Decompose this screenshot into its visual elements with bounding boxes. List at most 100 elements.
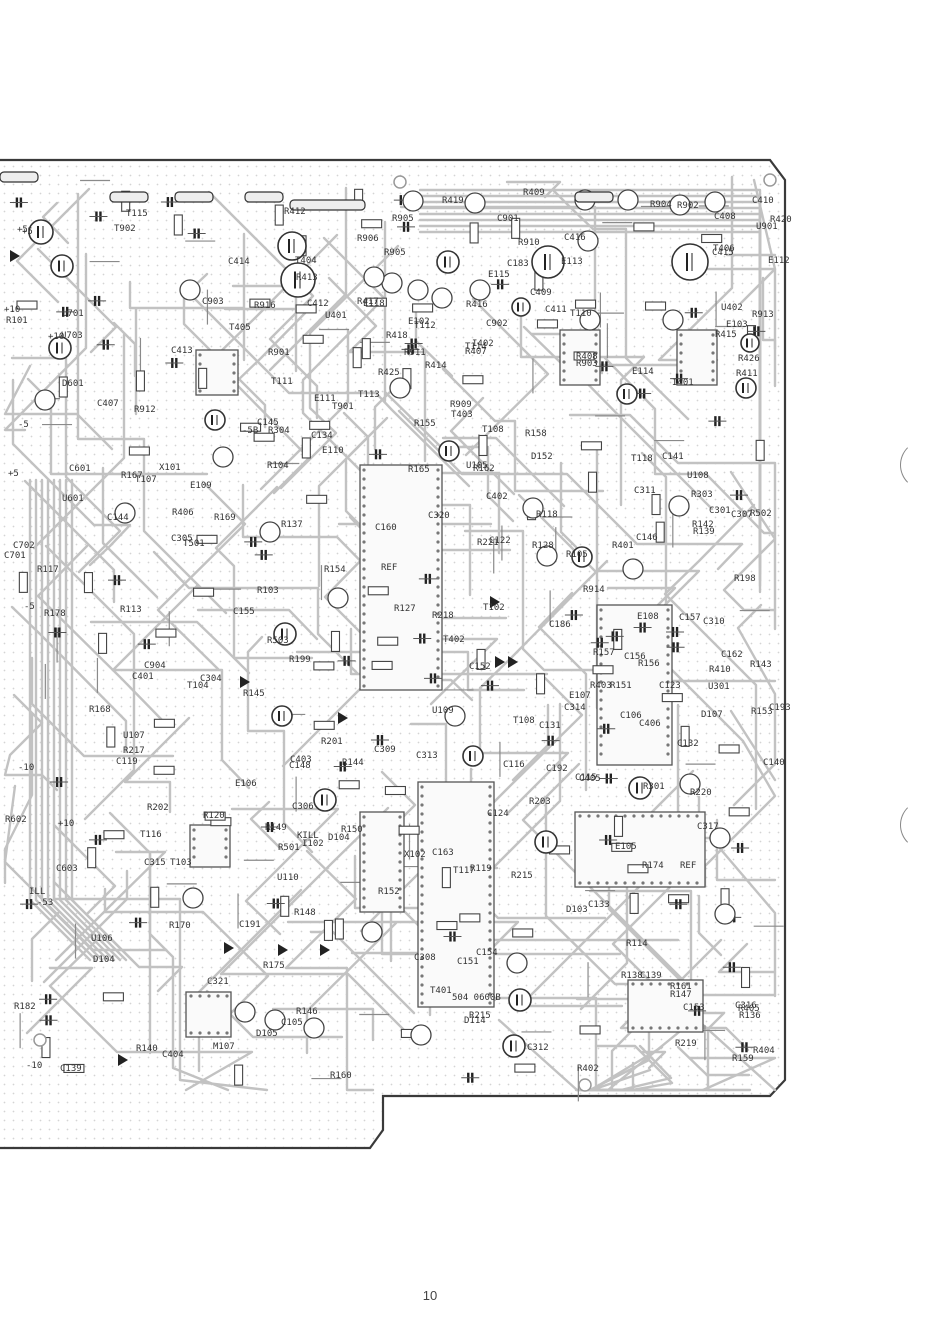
component-label: C193	[769, 703, 791, 713]
ic-pin	[362, 630, 366, 634]
transistor	[617, 189, 639, 211]
component-label: U109	[432, 706, 454, 716]
ic-pin	[599, 653, 603, 657]
component-label: R153	[751, 707, 773, 717]
transistor	[361, 921, 383, 943]
ic-pin	[488, 947, 492, 951]
component-label: C407	[97, 399, 119, 409]
component-label: C317	[697, 822, 719, 832]
ic-package	[189, 824, 231, 868]
resistor	[573, 351, 595, 361]
resistor	[153, 765, 175, 775]
resistor	[459, 913, 481, 923]
mounting-hole	[578, 1078, 592, 1092]
component-label: R217	[123, 746, 145, 756]
electrolytic-capacitor	[735, 377, 757, 399]
trace	[128, 280, 246, 310]
component-label: C603	[56, 864, 78, 874]
ic-pin	[614, 881, 618, 885]
ic-pin	[596, 881, 600, 885]
transistor	[469, 279, 491, 301]
ic-pin	[658, 1026, 662, 1030]
ic-pin	[436, 486, 440, 490]
ic-pin	[192, 855, 196, 859]
ic-pin	[650, 814, 654, 818]
bus-trace	[64, 478, 128, 962]
trace	[464, 297, 550, 457]
resistor	[361, 219, 383, 229]
ic-pin	[488, 794, 492, 798]
ic-pin	[695, 881, 699, 885]
edge-connector	[574, 191, 614, 203]
component-label: C192	[546, 764, 568, 774]
trace	[3, 713, 34, 885]
resistor	[313, 720, 335, 730]
ic-pin	[640, 982, 644, 986]
ic-pin	[420, 920, 424, 924]
resistor	[580, 441, 603, 451]
component-label: R410	[709, 665, 731, 675]
trace	[284, 849, 375, 1092]
ic-pin	[420, 983, 424, 987]
component-label: C406	[639, 719, 661, 729]
component-label: C309	[374, 745, 396, 755]
ic-pin	[398, 842, 402, 846]
ic-pin	[420, 974, 424, 978]
ic-pin	[436, 549, 440, 553]
trace	[123, 716, 191, 814]
ic-pin	[488, 785, 492, 789]
edge-connector	[0, 171, 39, 183]
trace	[42, 869, 129, 984]
ic-pin	[711, 333, 715, 337]
transistor	[579, 309, 601, 331]
component-label: R502	[750, 509, 772, 519]
resistor	[579, 1025, 601, 1035]
ic-pin	[198, 389, 202, 393]
resistor	[633, 222, 655, 232]
trace	[101, 466, 159, 599]
ic-pin	[436, 522, 440, 526]
component-label: U108	[687, 471, 709, 481]
trace	[15, 187, 91, 304]
component-label: R165	[408, 465, 430, 475]
component-label: R914	[583, 585, 605, 595]
ic-pin	[650, 881, 654, 885]
ic-pin	[666, 635, 670, 639]
ic-pin	[420, 830, 424, 834]
ic-pin	[668, 814, 672, 818]
ic-pin	[488, 992, 492, 996]
component-label: R412	[284, 207, 306, 217]
component-label: R406	[172, 508, 194, 518]
ic-pin	[679, 351, 683, 355]
component-label: R117	[37, 565, 59, 575]
trace	[279, 244, 400, 490]
ic-pin	[216, 1031, 220, 1035]
electrolytic-capacitor	[436, 250, 460, 274]
ic-pin	[679, 369, 683, 373]
transistor	[662, 309, 684, 331]
component-label: R303	[691, 490, 713, 500]
resistor	[629, 892, 639, 914]
component-label: I401	[672, 378, 694, 388]
ic-pin	[362, 522, 366, 526]
component-label: T401	[430, 986, 452, 996]
transistor	[577, 230, 599, 252]
transistor	[669, 194, 691, 216]
ic-pin	[420, 911, 424, 915]
ic-pin	[436, 621, 440, 625]
component-label: U701	[62, 309, 84, 319]
resistor	[661, 693, 683, 703]
transistor	[709, 827, 731, 849]
transistor	[522, 497, 544, 519]
ic-pin	[362, 833, 366, 837]
ic-pin	[436, 477, 440, 481]
ic-pin	[599, 626, 603, 630]
ic-pin	[198, 362, 202, 366]
trace	[196, 608, 319, 641]
component-label: T112	[414, 321, 436, 331]
trace	[44, 544, 136, 821]
resistor	[240, 422, 262, 432]
component-label: R426	[738, 354, 760, 364]
transistor	[464, 192, 486, 214]
